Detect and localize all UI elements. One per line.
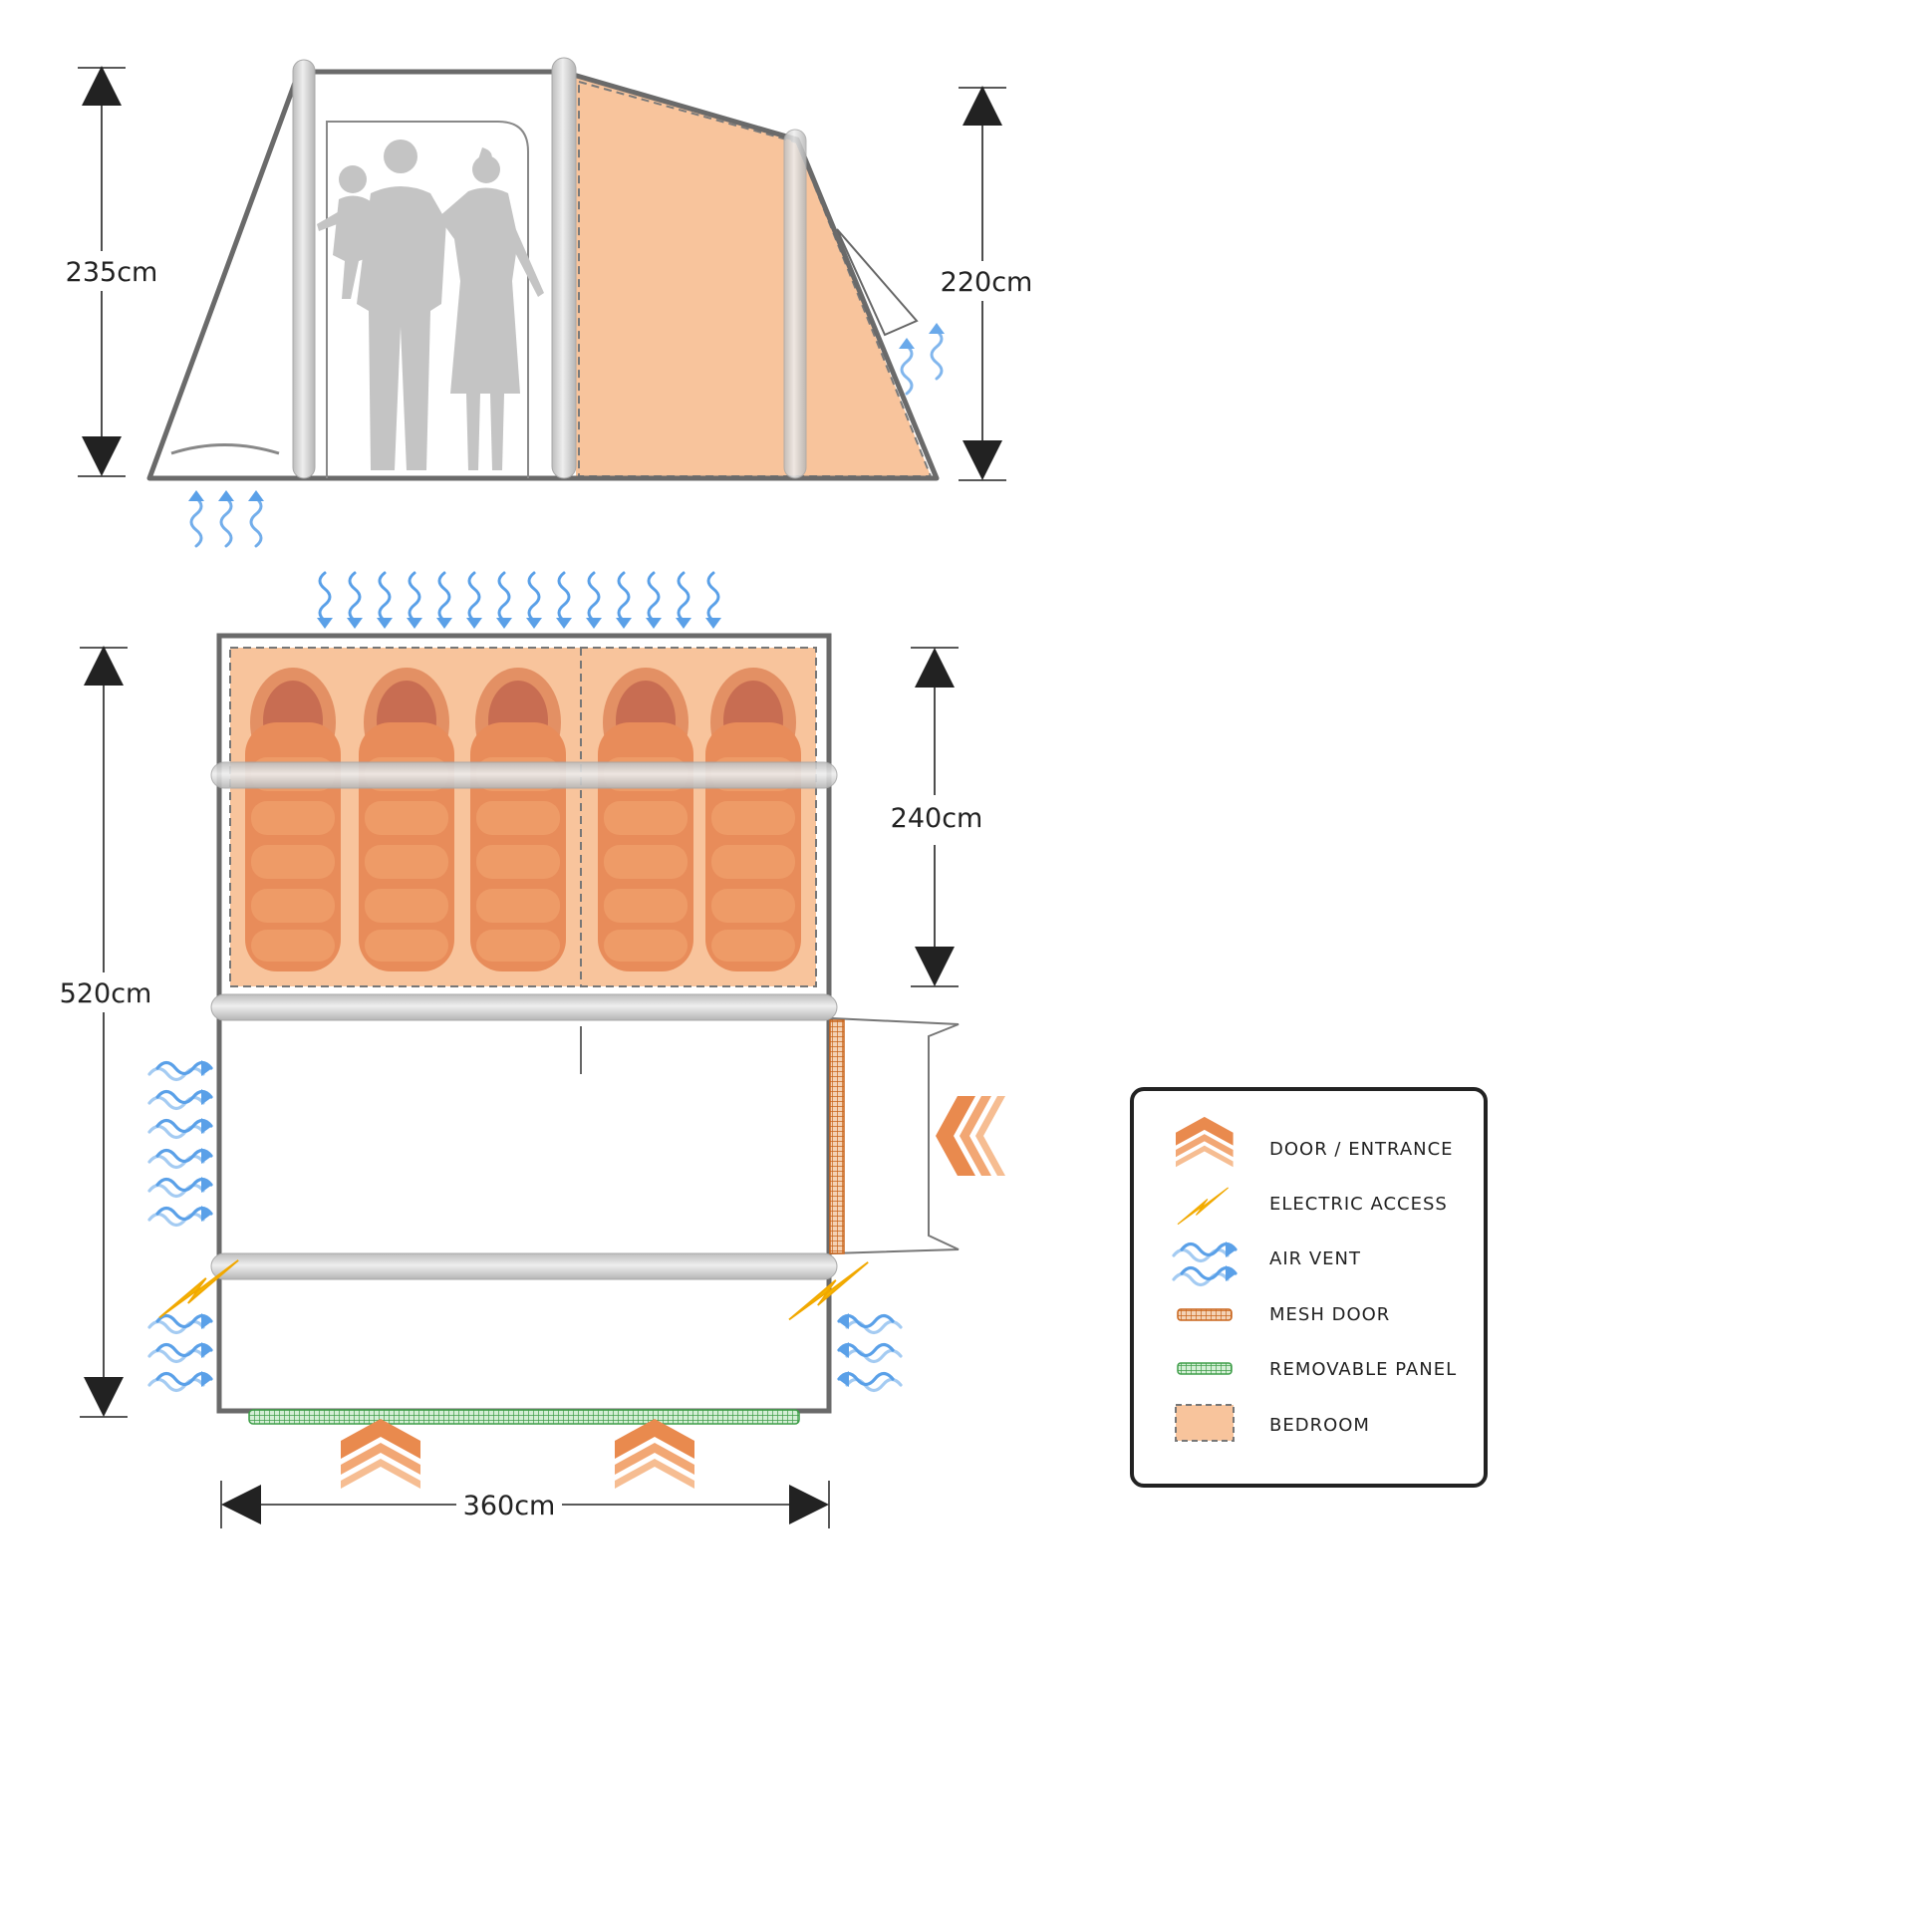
ground-mark — [170, 443, 280, 455]
bedroom-depth-label: 240cm — [891, 803, 983, 834]
side-view-outline — [146, 69, 940, 481]
total-width-label: 360cm — [463, 1491, 556, 1521]
family-silhouette-icon — [317, 139, 544, 470]
legend-box — [1130, 1087, 1488, 1488]
floor-plan: 520cm 240cm 360cm — [60, 571, 1005, 1528]
pole — [210, 1252, 838, 1280]
label-bg — [943, 261, 1032, 301]
side-height-label: 235cm — [66, 257, 158, 288]
legend: DOOR / ENTRANCE ELECTRIC ACCESS AIR VENT… — [1130, 1087, 1488, 1488]
air-vent-icon — [149, 1060, 901, 1391]
pole — [551, 57, 577, 479]
legend-vent-label: AIR VENT — [1269, 1248, 1361, 1269]
label-bg — [893, 795, 984, 845]
legend-mesh-label: MESH DOOR — [1269, 1304, 1390, 1325]
removable-panel-icon — [248, 1409, 800, 1425]
air-vent-icon — [315, 571, 723, 631]
sleeping-bag-icon — [245, 668, 801, 971]
pole — [210, 993, 838, 1021]
legend-panel-label: REMOVABLE PANEL — [1269, 1359, 1457, 1380]
mesh-door-icon — [1177, 1308, 1233, 1321]
mesh-door-icon — [829, 1019, 845, 1254]
legend-door-label: DOOR / ENTRANCE — [1269, 1139, 1454, 1160]
legend-bedroom-label: BEDROOM — [1269, 1415, 1370, 1436]
bedroom-swatch-icon — [1175, 1404, 1235, 1442]
label-bg — [66, 251, 157, 291]
total-length-label: 520cm — [60, 978, 152, 1009]
legend-electric-label: ELECTRIC ACCESS — [1269, 1194, 1448, 1215]
label-bg — [60, 972, 151, 1012]
window-flap — [836, 228, 919, 337]
bedroom-area — [576, 78, 932, 478]
pole — [292, 59, 316, 479]
removable-panel-icon — [1177, 1362, 1233, 1375]
bedroom-height-label: 220cm — [941, 267, 1033, 298]
pole — [210, 761, 838, 789]
front-door-frame — [326, 121, 529, 478]
side-view: 235cm 220cm — [66, 57, 1033, 548]
label-bg — [456, 1485, 562, 1524]
pole — [783, 129, 807, 479]
